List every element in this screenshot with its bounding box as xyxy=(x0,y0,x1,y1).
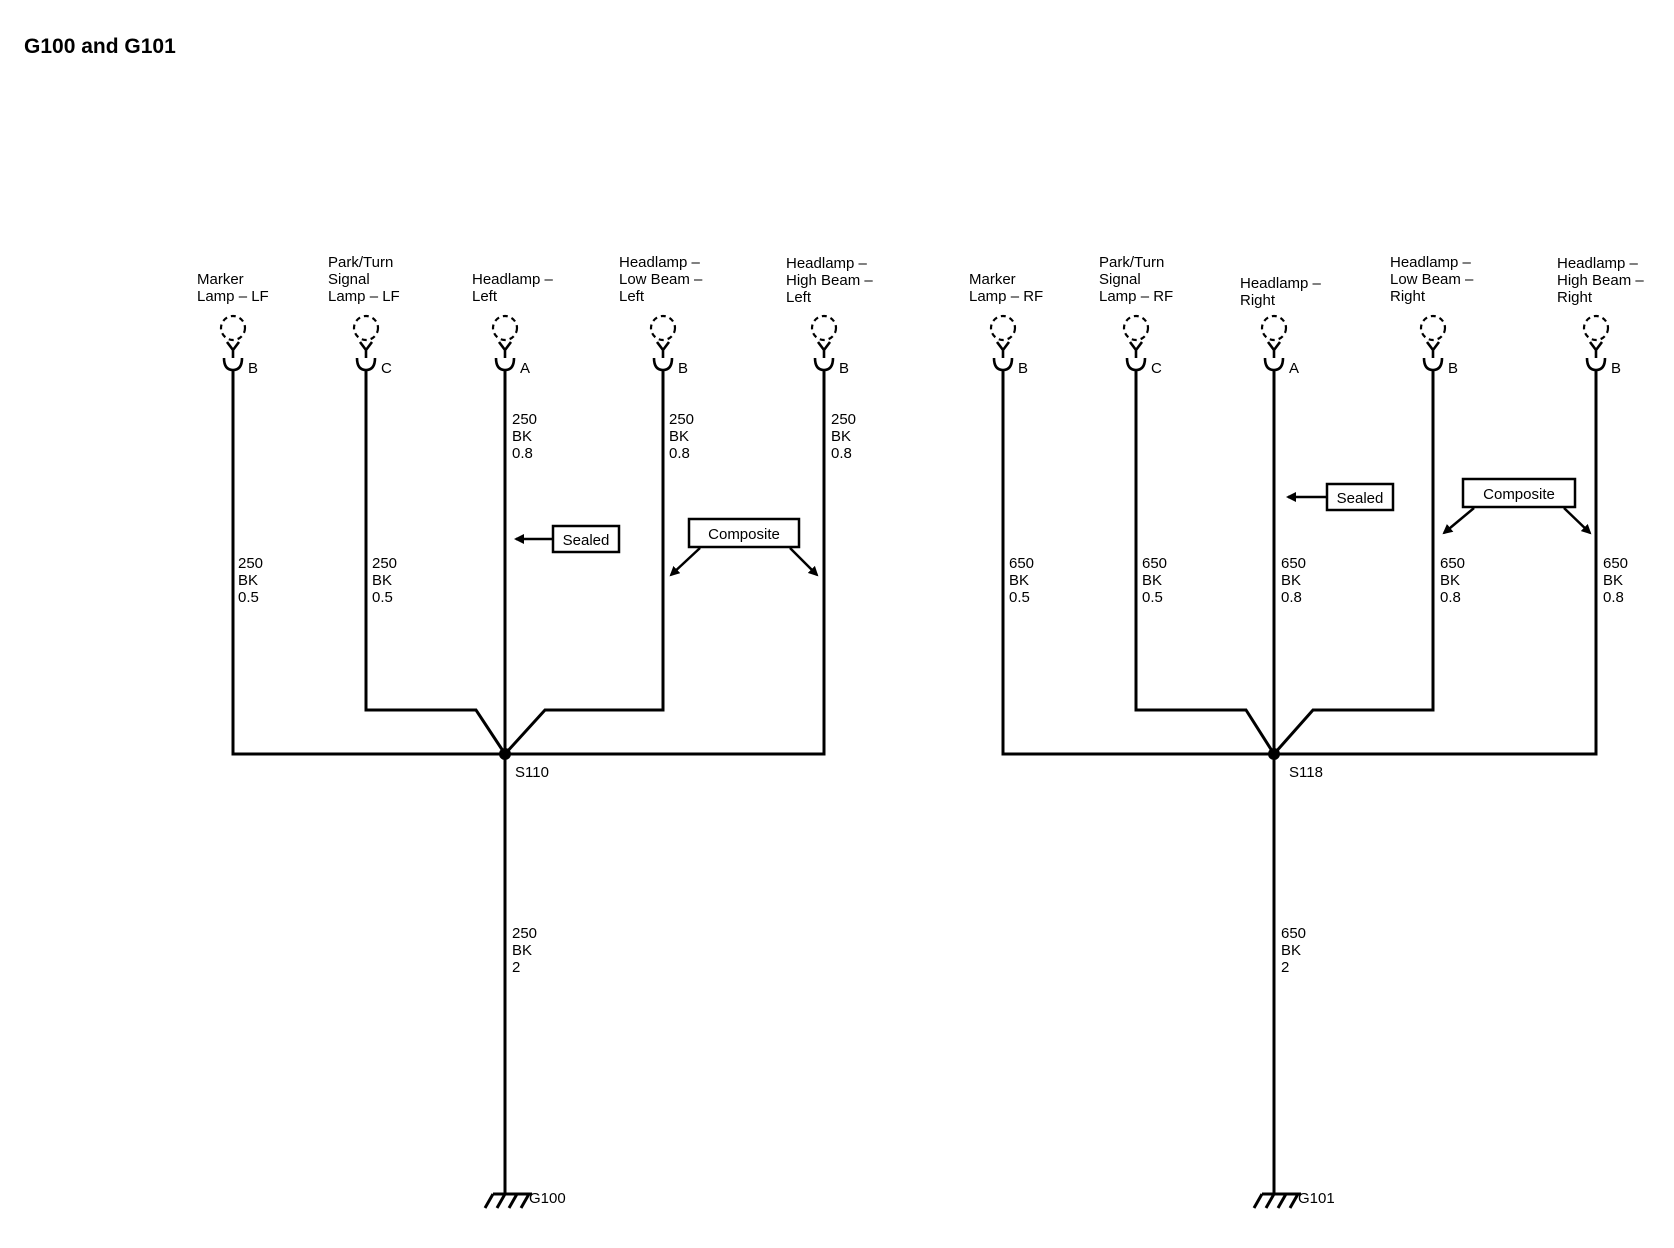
lamp-symbol-high-beam-right xyxy=(1582,314,1610,372)
wire-marker-rf xyxy=(1001,370,1274,756)
wire-label-trunk-g101: 650 BK 2 xyxy=(1281,925,1310,976)
lamp-label-low-beam-right: Headlamp – Low Beam – Right xyxy=(1390,254,1478,305)
lamp-label-headlamp-left: Headlamp – Left xyxy=(472,271,557,305)
ground-circuit-g100: Marker Lamp – LF Park/Turn Signal Lamp –… xyxy=(197,254,877,1209)
pin-label: B xyxy=(839,360,849,377)
wire-label-headlamp-right: 650 BK 0.8 xyxy=(1281,555,1310,606)
lamp-label-low-beam-left: Headlamp – Low Beam – Left xyxy=(619,254,707,305)
pin-label: B xyxy=(248,360,258,377)
lamp-symbol-headlamp-left xyxy=(491,314,519,372)
composite-callout xyxy=(687,517,801,549)
composite-callout xyxy=(1461,477,1577,509)
pin-label: C xyxy=(381,360,392,377)
sealed-label: Sealed xyxy=(1337,490,1384,507)
wire-label-park-turn-lf: 250 BK 0.5 xyxy=(372,555,401,606)
lamp-label-high-beam-left: Headlamp – High Beam – Left xyxy=(786,255,877,306)
composite-arrow-right xyxy=(789,547,819,577)
sealed-label: Sealed xyxy=(563,532,610,549)
wire-label-high-beam-left: 250 BK 0.8 xyxy=(831,411,860,462)
composite-arrow-right xyxy=(1563,507,1592,535)
sealed-callout xyxy=(551,524,621,554)
pin-label: C xyxy=(1151,360,1162,377)
wire-high-beam-left xyxy=(505,370,826,756)
lamp-symbol-headlamp-right xyxy=(1260,314,1288,372)
ground-circuit-g101: Marker Lamp – RF Park/Turn Signal Lamp –… xyxy=(969,254,1648,1209)
composite-arrow-left xyxy=(1442,507,1475,535)
splice-label: S110 xyxy=(515,764,549,781)
wire-label-marker-rf: 650 BK 0.5 xyxy=(1009,555,1038,606)
lamp-label-park-turn-rf: Park/Turn Signal Lamp – RF xyxy=(1099,254,1173,305)
wire-label-low-beam-left: 250 BK 0.8 xyxy=(669,411,698,462)
lamp-label-marker-rf: Marker Lamp – RF xyxy=(969,271,1043,305)
lamp-label-marker-lf: Marker Lamp – LF xyxy=(197,271,269,305)
wire-label-low-beam-right: 650 BK 0.8 xyxy=(1440,555,1469,606)
ground-symbol-g100 xyxy=(483,1192,532,1209)
wire-high-beam-right xyxy=(1274,370,1598,756)
composite-label: Composite xyxy=(1483,486,1555,503)
lamp-symbol-park-turn-rf xyxy=(1122,314,1150,372)
wire-label-park-turn-rf: 650 BK 0.5 xyxy=(1142,555,1171,606)
lamp-symbol-park-turn-lf xyxy=(352,314,380,372)
pin-label: A xyxy=(1289,360,1299,377)
page-title: G100 and G101 xyxy=(24,35,176,58)
wire-low-beam-left xyxy=(503,370,665,756)
lamp-label-park-turn-lf: Park/Turn Signal Lamp – LF xyxy=(328,254,400,305)
composite-label: Composite xyxy=(708,526,780,543)
splice-label: S118 xyxy=(1289,764,1323,781)
pin-label: A xyxy=(520,360,530,377)
wire-label-trunk-g100: 250 BK 2 xyxy=(512,925,541,976)
lamp-label-headlamp-right: Headlamp – Right xyxy=(1240,275,1325,309)
lamp-symbol-marker-rf xyxy=(989,314,1017,372)
wire-label-headlamp-left: 250 BK 0.8 xyxy=(512,411,541,462)
composite-arrow-left xyxy=(669,547,701,577)
wire-park-turn-lf xyxy=(364,370,507,755)
pin-label: B xyxy=(1448,360,1458,377)
ground-symbol-g101 xyxy=(1252,1192,1301,1209)
wire-marker-lf xyxy=(231,370,505,756)
wire-low-beam-right xyxy=(1272,370,1435,755)
wire-label-high-beam-right: 650 BK 0.8 xyxy=(1603,555,1632,606)
ground-label: G100 xyxy=(529,1190,566,1207)
lamp-symbol-marker-lf xyxy=(219,314,247,372)
splice-dot xyxy=(1268,748,1280,760)
wire-label-marker-lf: 250 BK 0.5 xyxy=(238,555,267,606)
lamp-label-high-beam-right: Headlamp – High Beam – Right xyxy=(1557,255,1648,306)
wire-park-turn-rf xyxy=(1134,370,1276,755)
splice-dot xyxy=(499,748,511,760)
lamp-symbol-high-beam-left xyxy=(810,314,838,372)
pin-label: B xyxy=(678,360,688,377)
pin-label: B xyxy=(1018,360,1028,377)
pin-label: B xyxy=(1611,360,1621,377)
lamp-symbol-low-beam-left xyxy=(649,314,677,372)
lamp-symbol-low-beam-right xyxy=(1419,314,1447,372)
ground-label: G101 xyxy=(1298,1190,1335,1207)
